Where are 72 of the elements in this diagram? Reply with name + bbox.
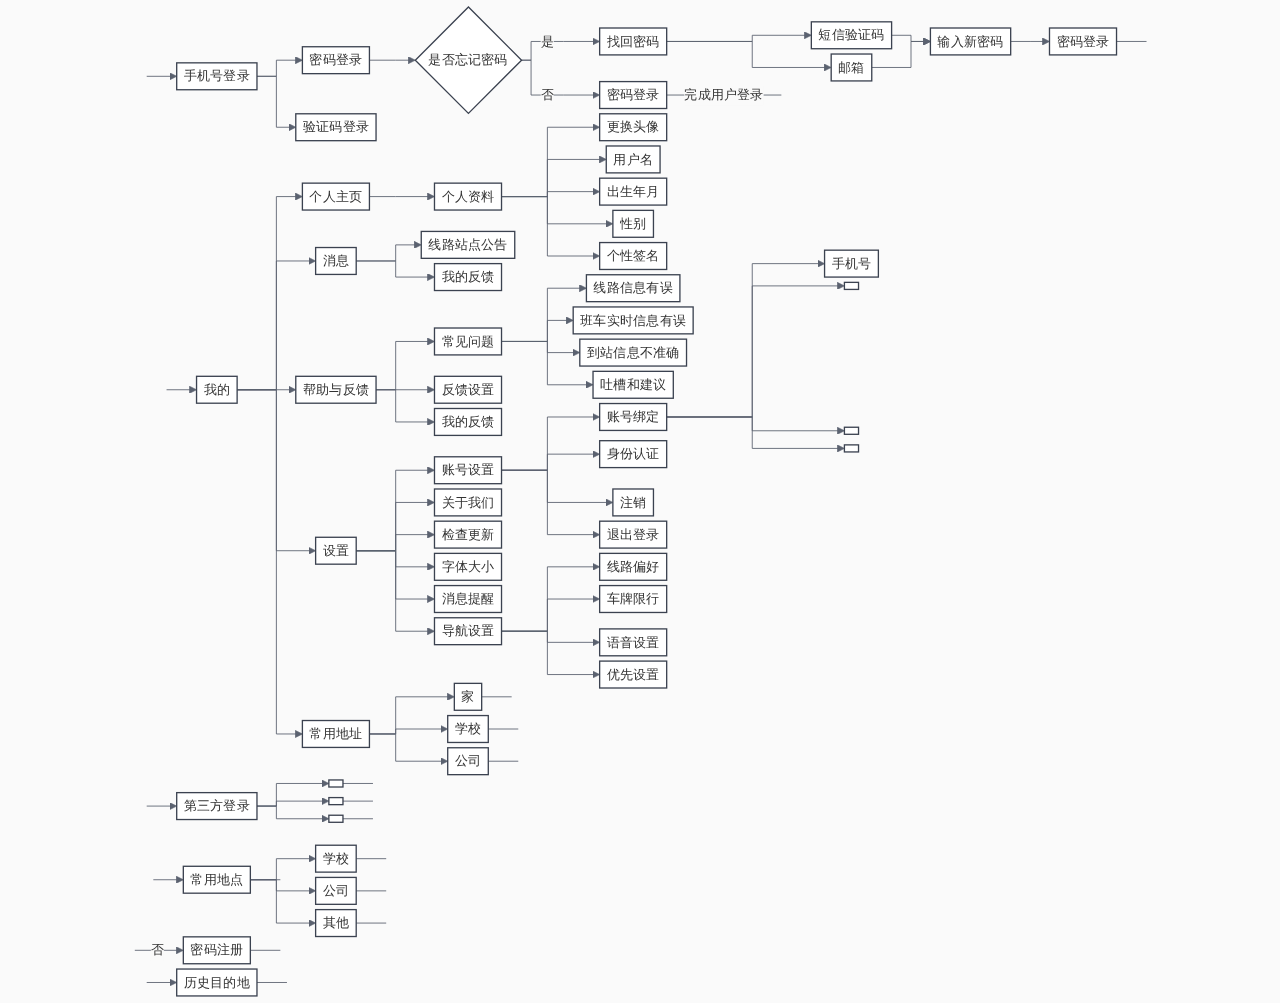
- node-box: 设置: [314, 536, 357, 565]
- node-box: [328, 796, 344, 806]
- node-box: 退出登录: [599, 520, 668, 549]
- node-box: 注销: [612, 488, 655, 517]
- connector: [1116, 41, 1147, 42]
- node-box: 反馈设置: [433, 375, 503, 404]
- node-box: 公司: [314, 876, 357, 905]
- node-box: 个人主页: [301, 182, 371, 211]
- node-box: [843, 426, 860, 435]
- node-box: 线路信息有误: [585, 274, 681, 303]
- node-box: 手机号: [823, 249, 880, 278]
- node-box: 学校: [314, 844, 357, 873]
- node-box: [843, 281, 860, 291]
- node-box: 我的反馈: [433, 407, 503, 437]
- node-box: 我的反馈: [433, 262, 503, 292]
- connector: [481, 696, 513, 698]
- connector: [342, 800, 374, 802]
- node-box: 我的: [195, 375, 238, 404]
- node-box: 导航设置: [433, 617, 503, 646]
- edge-label: 是: [540, 33, 554, 49]
- node-box: 邮箱: [830, 53, 873, 82]
- node-box: 班车实时信息有误: [572, 306, 694, 335]
- edge-label: 否: [150, 942, 164, 958]
- node-box: 吐槽和建议: [592, 370, 674, 399]
- node-box: 密码登录: [599, 80, 668, 110]
- node-box: 账号设置: [433, 456, 503, 485]
- node-box: 消息: [314, 246, 357, 276]
- node-box: 密码登录: [301, 46, 371, 75]
- node-box: 帮助与反馈: [295, 375, 377, 404]
- node-box: 身份认证: [599, 440, 668, 469]
- node-box: 验证码登录: [295, 113, 377, 142]
- node-box: [328, 779, 344, 788]
- node-box: 密码注册: [182, 936, 251, 965]
- connector: [342, 818, 374, 820]
- node-box: 优先设置: [599, 660, 668, 689]
- node-box: 历史目的地: [176, 968, 258, 997]
- node-box: 公司: [447, 747, 489, 776]
- node-box: 常用地址: [301, 719, 371, 749]
- node-box: 消息提醒: [433, 584, 503, 614]
- node-box: 第三方登录: [176, 791, 258, 821]
- node-box: 手机号登录: [176, 62, 258, 91]
- node-box: 账号绑定: [599, 402, 668, 432]
- node-box: 常见问题: [433, 327, 503, 356]
- node-box: 更换头像: [599, 113, 668, 142]
- node-box: 个性签名: [599, 241, 668, 271]
- connector: [256, 982, 288, 983]
- node-box: 个人资料: [433, 182, 503, 211]
- node-box: 找回密码: [599, 27, 668, 56]
- node-box: 车牌限行: [599, 584, 668, 614]
- edge-label: 完成用户登录: [684, 86, 764, 102]
- node-box: 短信验证码: [810, 21, 893, 50]
- node-box: 输入新密码: [929, 27, 1012, 56]
- node-box: [843, 444, 860, 453]
- node-box: 其他: [314, 908, 357, 938]
- node-box: 检查更新: [433, 520, 503, 549]
- node-box: 出生年月: [599, 177, 668, 206]
- node-box: 到站信息不准确: [579, 338, 688, 367]
- connector: [342, 783, 374, 784]
- edge-label: 否: [540, 86, 554, 102]
- node-box: 线路偏好: [599, 552, 668, 581]
- node-diamond: 是否忘记密码: [414, 6, 523, 115]
- node-box: 关于我们: [433, 488, 503, 517]
- node-box: 家: [453, 682, 483, 711]
- node-box: 线路站点公告: [420, 230, 516, 259]
- node-box: 性别: [612, 209, 655, 238]
- node-box: 密码登录: [1048, 27, 1118, 56]
- node-box: 字体大小: [433, 552, 503, 581]
- node-box: 常用地点: [182, 865, 251, 894]
- node-box: 学校: [447, 714, 489, 744]
- node-box: [328, 814, 344, 823]
- node-box: 用户名: [605, 145, 661, 174]
- node-box: 语音设置: [599, 628, 668, 657]
